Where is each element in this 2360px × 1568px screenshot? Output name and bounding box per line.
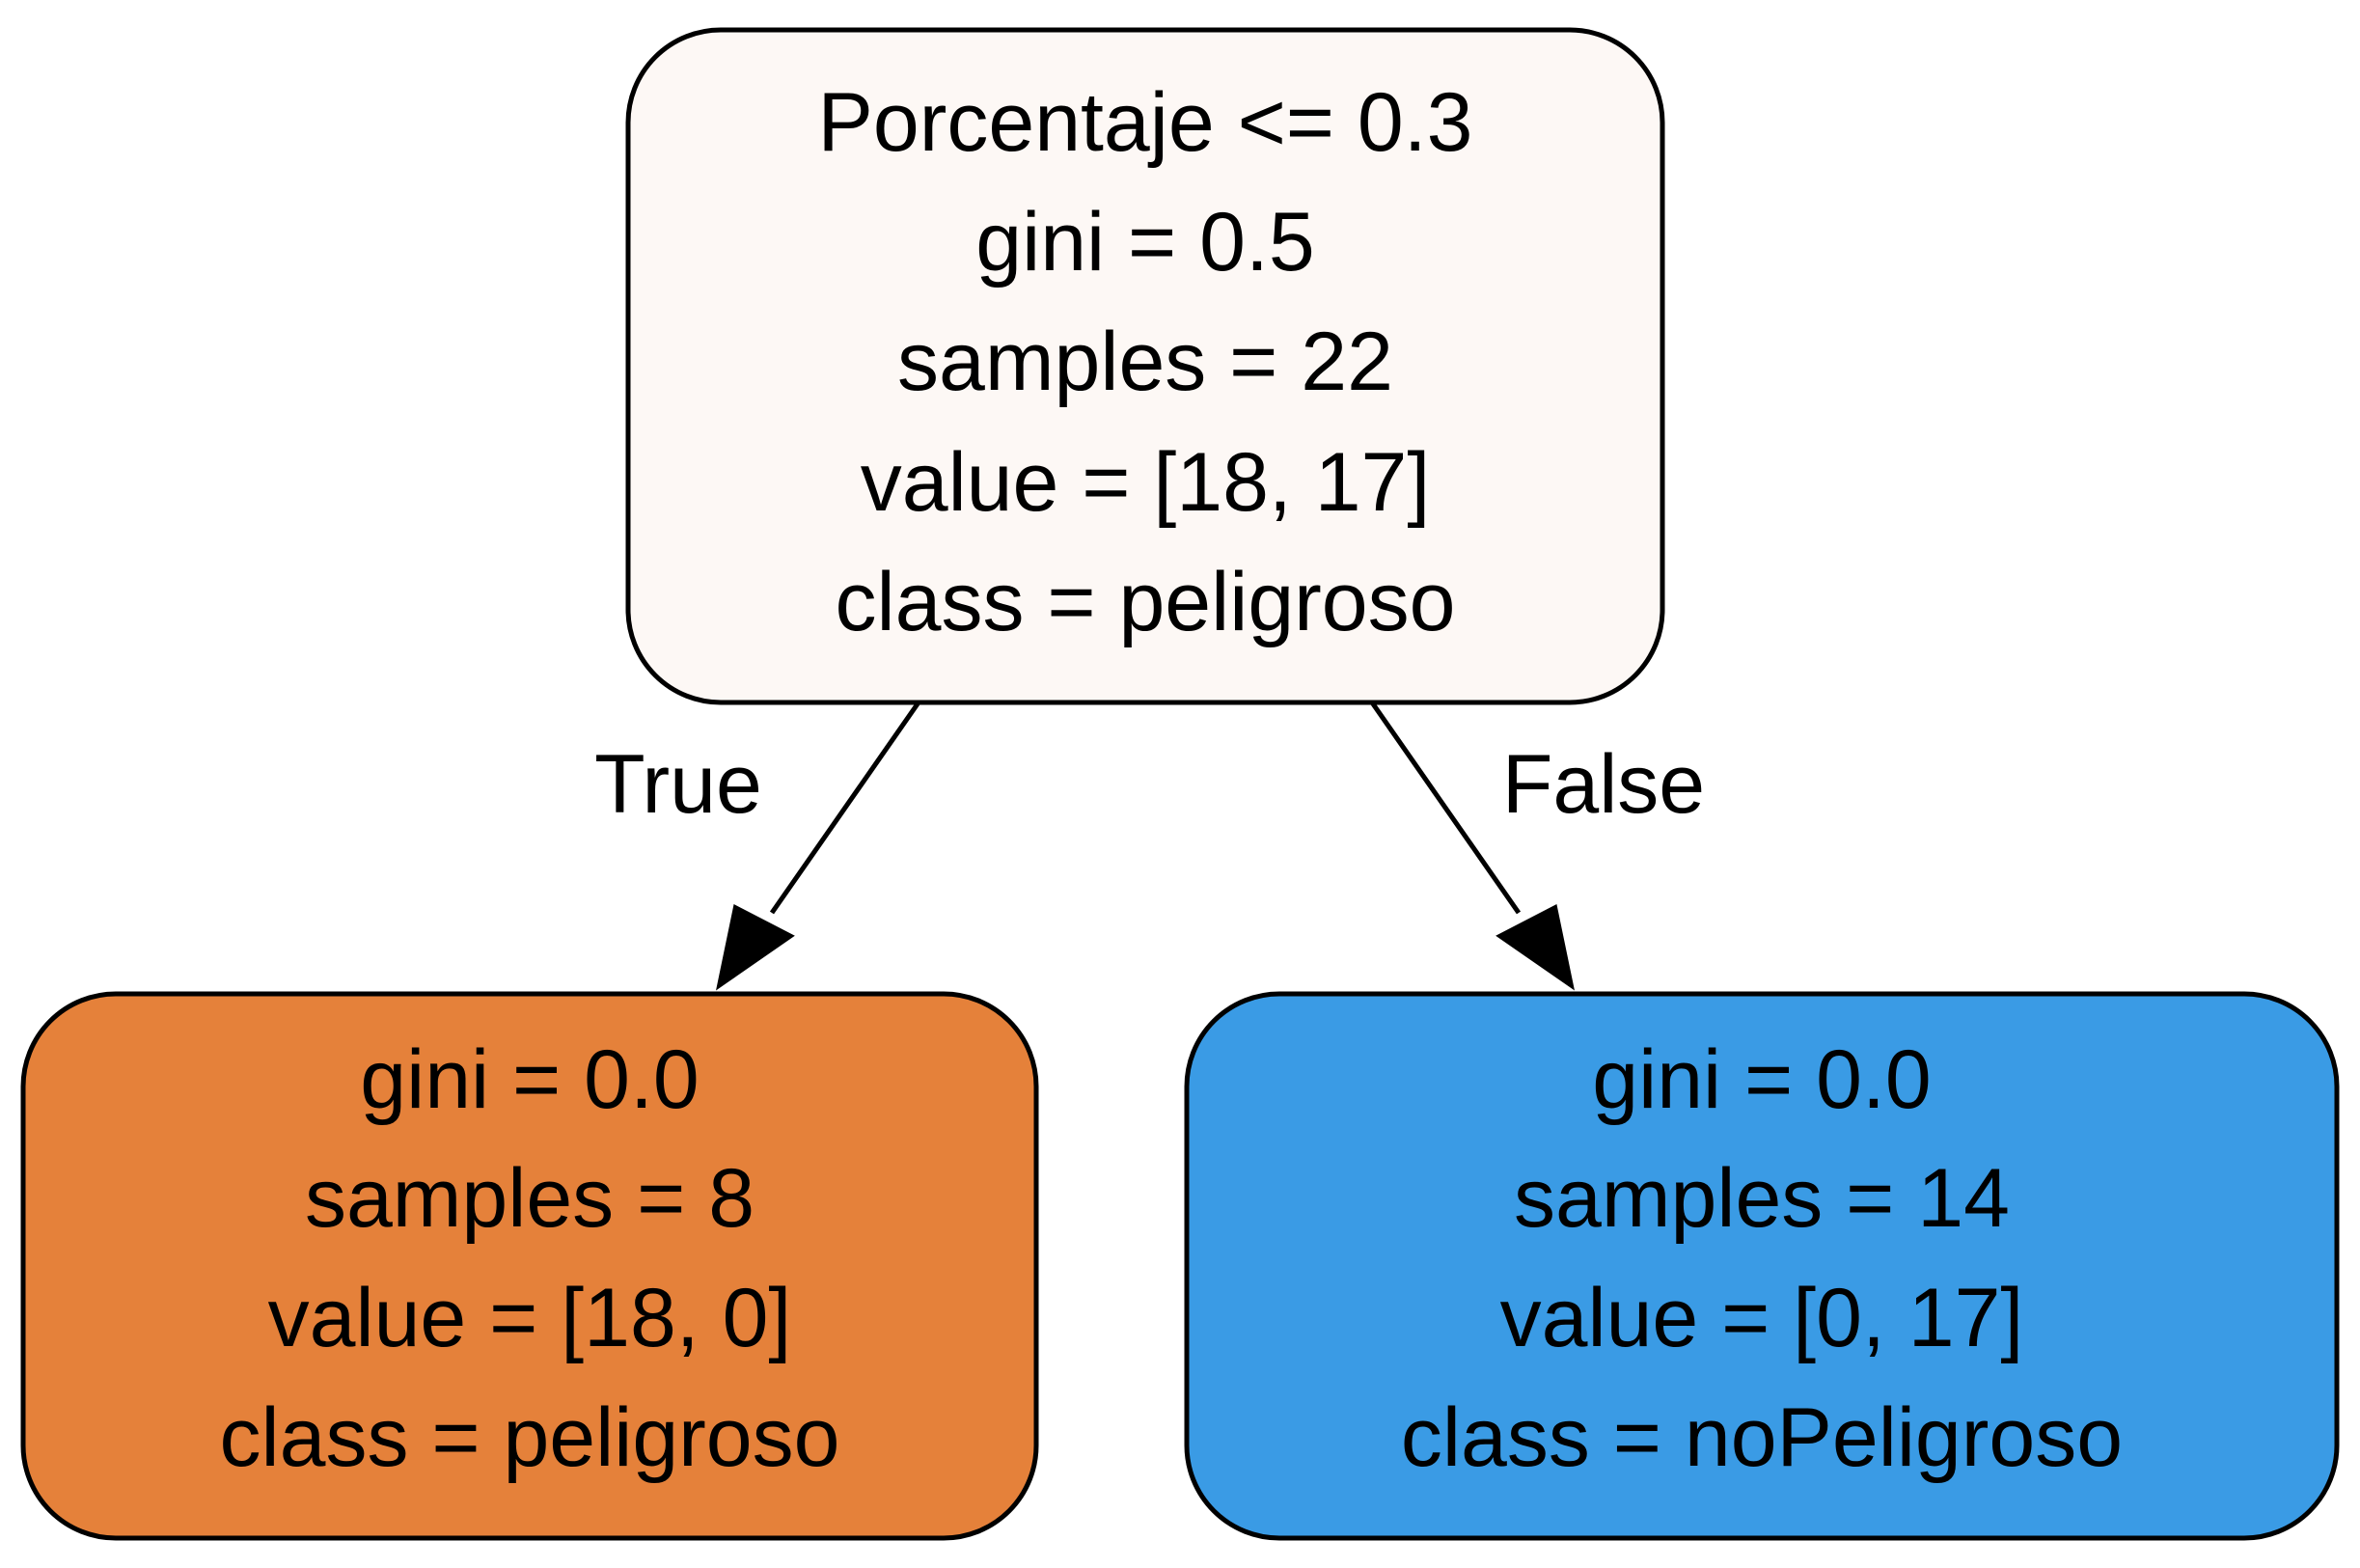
edge-true-line: [769, 701, 921, 915]
edge-true-arrowhead: [716, 904, 795, 991]
node-left-samples-text: samples = 8: [305, 1152, 755, 1245]
node-root-samples-text: samples = 22: [897, 316, 1393, 408]
tree-node-root-box: [625, 27, 1665, 705]
node-root-class-text: class = peligroso: [836, 556, 1456, 648]
node-right-class-text: class = noPeligroso: [1401, 1391, 2123, 1484]
tree-node-root: Porcentaje <= 0.3 gini = 0.5 samples = 2…: [625, 27, 1665, 705]
edge-false-line: [1369, 701, 1522, 915]
edge-true-label: True: [594, 738, 762, 831]
node-right-value-text: value = [0, 17]: [1500, 1272, 2024, 1364]
node-right-gini-text: gini = 0.0: [1592, 1033, 1931, 1126]
edge-false-label: False: [1502, 738, 1705, 831]
node-right-samples-text: samples = 14: [1514, 1152, 2010, 1245]
node-left-class-text: class = peligroso: [220, 1391, 840, 1484]
tree-node-right-leaf: gini = 0.0 samples = 14 value = [0, 17] …: [1184, 991, 2340, 1541]
edge-false: False: [1369, 701, 1705, 991]
node-root-split-text: Porcentaje <= 0.3: [818, 76, 1473, 169]
node-root-value-text: value = [18, 17]: [861, 436, 1431, 529]
edge-true: True: [594, 701, 921, 991]
tree-node-left-leaf-box: [20, 991, 1039, 1541]
node-left-gini-text: gini = 0.0: [360, 1033, 699, 1126]
node-left-value-text: value = [18, 0]: [268, 1272, 792, 1364]
tree-node-left-leaf: gini = 0.0 samples = 8 value = [18, 0] c…: [20, 991, 1039, 1541]
node-root-gini-text: gini = 0.5: [975, 196, 1314, 289]
tree-node-right-leaf-box: [1184, 991, 2340, 1541]
edge-false-arrowhead: [1496, 904, 1575, 991]
